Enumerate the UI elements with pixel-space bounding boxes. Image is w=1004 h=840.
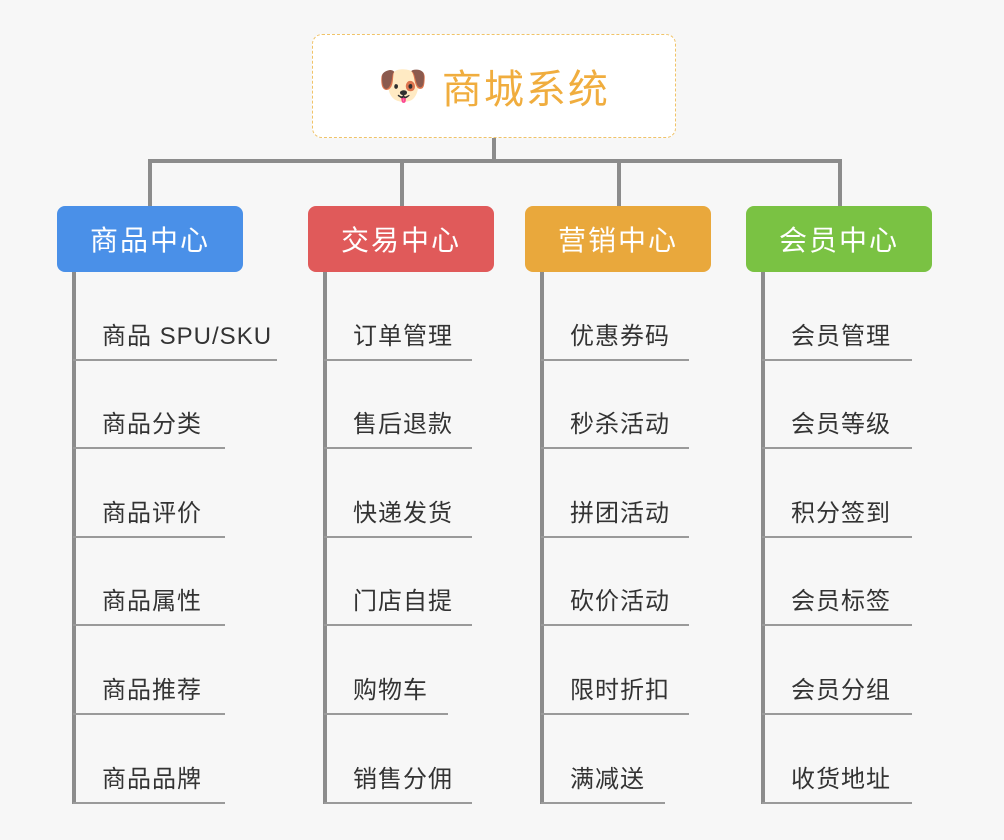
list-item[interactable]: 收货地址: [746, 715, 996, 804]
leaf-underline: [73, 535, 225, 538]
connector-drop-2: [400, 159, 404, 206]
leaf-underline: [324, 358, 472, 361]
leaf-label: 会员分组: [791, 676, 891, 704]
leaf-list-4: 会员管理 会员等级 积分签到 会员标签 会员分组 收货地址: [746, 272, 996, 804]
leaf-list-3: 优惠券码 秒杀活动 拼团活动 砍价活动 限时折扣 满减送: [525, 272, 775, 804]
branch-spine-3: [540, 272, 544, 804]
leaf-label: 拼团活动: [570, 499, 670, 527]
leaf-underline: [73, 712, 225, 715]
leaf-label: 商品属性: [102, 588, 202, 616]
leaf-label: 商品推荐: [102, 676, 202, 704]
leaf-label: 购物车: [353, 676, 428, 704]
leaf-underline: [541, 624, 689, 627]
leaf-underline: [541, 712, 689, 715]
leaf-label: 秒杀活动: [570, 411, 670, 439]
root-node[interactable]: 🐶 商城系统: [312, 34, 676, 138]
leaf-label: 快递发货: [353, 499, 453, 527]
leaf-underline: [73, 801, 225, 804]
list-item[interactable]: 商品 SPU/SKU: [57, 272, 357, 361]
list-item[interactable]: 订单管理: [308, 272, 558, 361]
leaf-label: 商品分类: [102, 411, 202, 439]
list-item[interactable]: 购物车: [308, 626, 558, 715]
leaf-label: 收货地址: [791, 765, 891, 793]
branch-header-3[interactable]: 营销中心: [525, 206, 711, 272]
list-item[interactable]: 售后退款: [308, 361, 558, 450]
list-item[interactable]: 积分签到: [746, 449, 996, 538]
list-item[interactable]: 会员标签: [746, 538, 996, 627]
leaf-underline: [762, 712, 912, 715]
leaf-underline: [762, 801, 912, 804]
list-item[interactable]: 优惠券码: [525, 272, 775, 361]
leaf-label: 商品 SPU/SKU: [102, 322, 273, 350]
leaf-label: 商品品牌: [102, 765, 202, 793]
leaf-underline: [73, 624, 225, 627]
list-item[interactable]: 商品属性: [57, 538, 357, 627]
list-item[interactable]: 满减送: [525, 715, 775, 804]
list-item[interactable]: 会员等级: [746, 361, 996, 450]
branch-spine-2: [323, 272, 327, 804]
leaf-label: 销售分佣: [353, 765, 453, 793]
dog-face-icon: 🐶: [378, 64, 428, 108]
list-item[interactable]: 会员分组: [746, 626, 996, 715]
branch-header-2[interactable]: 交易中心: [308, 206, 494, 272]
list-item[interactable]: 砍价活动: [525, 538, 775, 627]
connector-drop-1: [148, 159, 152, 206]
connector-root-stem: [492, 138, 496, 162]
leaf-label: 积分签到: [791, 499, 891, 527]
leaf-underline: [762, 358, 912, 361]
leaf-underline: [762, 535, 912, 538]
connector-horizontal-bar: [148, 159, 842, 163]
leaf-underline: [324, 535, 472, 538]
list-item[interactable]: 会员管理: [746, 272, 996, 361]
leaf-label: 限时折扣: [570, 676, 670, 704]
leaf-label: 售后退款: [353, 411, 453, 439]
leaf-underline: [541, 801, 665, 804]
leaf-label: 订单管理: [353, 322, 453, 350]
leaf-list-1: 商品 SPU/SKU 商品分类 商品评价 商品属性 商品推荐 商品品牌: [57, 272, 357, 804]
leaf-underline: [541, 358, 689, 361]
list-item[interactable]: 销售分佣: [308, 715, 558, 804]
leaf-underline: [324, 624, 472, 627]
list-item[interactable]: 快递发货: [308, 449, 558, 538]
list-item[interactable]: 秒杀活动: [525, 361, 775, 450]
leaf-underline: [762, 624, 912, 627]
connector-drop-3: [617, 159, 621, 206]
branch-spine-1: [72, 272, 76, 804]
list-item[interactable]: 商品品牌: [57, 715, 357, 804]
list-item[interactable]: 门店自提: [308, 538, 558, 627]
leaf-label: 会员管理: [791, 322, 891, 350]
leaf-underline: [324, 801, 472, 804]
leaf-list-2: 订单管理 售后退款 快递发货 门店自提 购物车 销售分佣: [308, 272, 558, 804]
leaf-underline: [73, 447, 225, 450]
list-item[interactable]: 商品评价: [57, 449, 357, 538]
list-item[interactable]: 限时折扣: [525, 626, 775, 715]
leaf-label: 会员等级: [791, 411, 891, 439]
list-item[interactable]: 商品分类: [57, 361, 357, 450]
list-item[interactable]: 商品推荐: [57, 626, 357, 715]
leaf-label: 砍价活动: [570, 588, 670, 616]
leaf-underline: [541, 447, 689, 450]
list-item[interactable]: 拼团活动: [525, 449, 775, 538]
leaf-label: 优惠券码: [570, 322, 670, 350]
leaf-label: 会员标签: [791, 588, 891, 616]
leaf-underline: [324, 712, 448, 715]
leaf-label: 满减送: [570, 765, 645, 793]
leaf-label: 商品评价: [102, 499, 202, 527]
leaf-underline: [762, 447, 912, 450]
branch-header-4[interactable]: 会员中心: [746, 206, 932, 272]
root-title: 商城系统: [441, 68, 610, 112]
leaf-underline: [324, 447, 472, 450]
leaf-label: 门店自提: [353, 588, 453, 616]
branch-spine-4: [761, 272, 765, 804]
connector-drop-4: [838, 159, 842, 206]
branch-header-1[interactable]: 商品中心: [57, 206, 243, 272]
leaf-underline: [73, 358, 277, 361]
leaf-underline: [541, 535, 689, 538]
